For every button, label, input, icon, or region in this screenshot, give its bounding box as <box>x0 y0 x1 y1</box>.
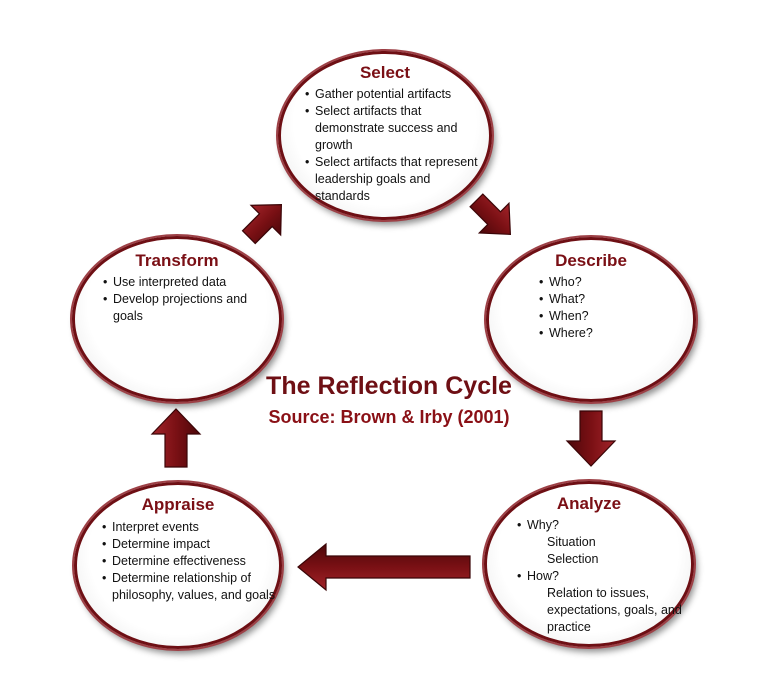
analyze-item: Why? <box>517 517 687 534</box>
select-node: Select Gather potential artifacts Select… <box>278 51 492 220</box>
analyze-subitem: Situation <box>547 535 596 549</box>
describe-list: Who? What? When? Where? <box>539 274 669 342</box>
appraise-title: Appraise <box>141 495 215 514</box>
analyze-list: Why? Situation Selection How? Relation t… <box>517 517 687 636</box>
appraise-item: Determine impact <box>102 536 280 553</box>
transform-item: Develop projections and goals <box>103 291 273 325</box>
arrow-appraise-to-transform <box>150 408 202 468</box>
appraise-item: Interpret events <box>102 519 280 536</box>
analyze-subitem: Selection <box>547 552 599 566</box>
appraise-item: Determine relationship of philosophy, va… <box>102 570 280 604</box>
select-item: Select artifacts that represent leadersh… <box>305 154 483 205</box>
arrow-describe-to-analyze <box>565 410 617 467</box>
describe-item: Where? <box>539 325 669 342</box>
transform-node: Transform Use interpreted data Develop p… <box>72 236 282 402</box>
transform-item: Use interpreted data <box>103 274 273 291</box>
analyze-title: Analyze <box>556 494 622 513</box>
diagram-title: The Reflection Cycle <box>266 372 512 400</box>
select-item: Gather potential artifacts <box>305 86 483 103</box>
appraise-list: Interpret events Determine impact Determ… <box>102 519 280 604</box>
appraise-item: Determine effectiveness <box>102 553 280 570</box>
appraise-node: Appraise Interpret events Determine impa… <box>74 482 282 649</box>
arrow-transform-to-select <box>241 204 282 245</box>
analyze-item: How? <box>517 568 687 585</box>
diagram-source: Source: Brown & Irby (2001) <box>268 407 510 427</box>
analyze-node: Analyze Why? Situation Selection How? Re… <box>484 481 694 647</box>
describe-title: Describe <box>555 251 627 270</box>
describe-item: When? <box>539 308 669 325</box>
arrow-analyze-to-appraise <box>297 542 471 592</box>
analyze-subitem: Relation to issues, expectations, goals,… <box>547 586 682 634</box>
describe-item: What? <box>539 291 669 308</box>
describe-node: Describe Who? What? When? Where? <box>486 237 696 402</box>
select-item: Select artifacts that demonstrate succes… <box>305 103 483 154</box>
transform-title: Transform <box>135 251 219 270</box>
select-title: Select <box>359 63 411 82</box>
describe-item: Who? <box>539 274 669 291</box>
transform-list: Use interpreted data Develop projections… <box>103 274 273 325</box>
select-list: Gather potential artifacts Select artifa… <box>305 86 483 205</box>
